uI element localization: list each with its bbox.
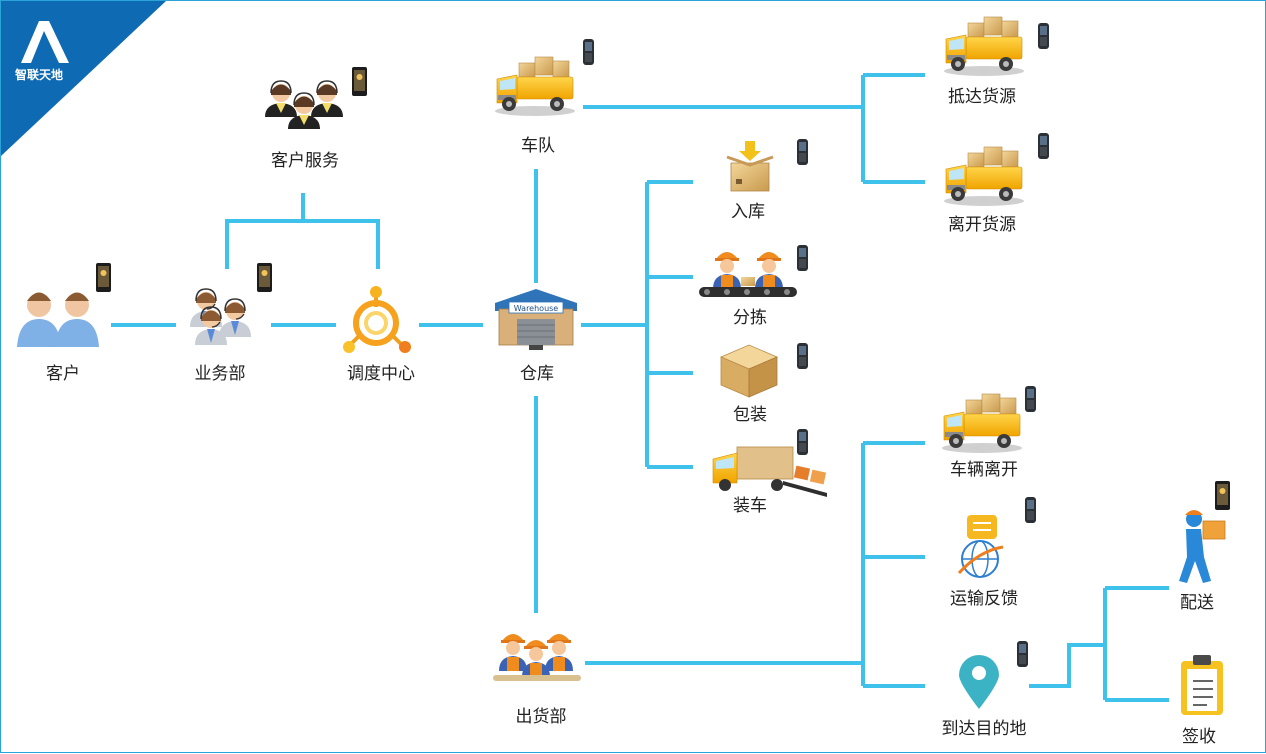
warehouse-sign: Warehouse: [514, 304, 559, 313]
handheld-terminal-icon: [797, 139, 808, 165]
dispatch-center-icon: [343, 286, 411, 353]
node-delivery: 配送: [1179, 481, 1230, 613]
line-service-branch: [225, 193, 380, 269]
truck-icon: [943, 16, 1025, 77]
mobile-terminal-icon: [257, 263, 272, 292]
handheld-terminal-icon: [797, 343, 808, 369]
node-label: 业务部: [195, 364, 246, 384]
map-pin-icon: [959, 655, 999, 709]
line-warehouse-branch: [581, 180, 693, 469]
node-inbound: 入库: [726, 139, 808, 222]
node-label: 客户服务: [271, 151, 339, 171]
node-shipping: 出货部: [493, 634, 581, 727]
truck-icon: [494, 56, 576, 117]
node-label: 到达目的地: [942, 719, 1027, 739]
node-label: 出货部: [516, 707, 567, 727]
node-dispatch: 调度中心: [343, 286, 415, 384]
node-label: 客户: [46, 364, 80, 384]
handheld-terminal-icon: [1038, 23, 1049, 49]
brand-logo: 智联天地: [1, 1, 166, 156]
workers-icon: [493, 634, 581, 681]
logo-corner-banner: [1, 1, 166, 156]
truck-icon: [943, 146, 1025, 207]
handheld-terminal-icon: [1025, 497, 1036, 523]
mobile-terminal-icon: [1215, 481, 1230, 510]
handheld-terminal-icon: [797, 245, 808, 271]
truck-icon: [941, 393, 1023, 454]
warehouse-icon: Warehouse: [495, 289, 577, 350]
node-warehouse: Warehouse 仓库: [495, 289, 577, 384]
node-label: 签收: [1182, 727, 1216, 747]
loading-truck-icon: [712, 446, 827, 497]
customer-icon: [17, 292, 99, 347]
node-loading: 装车: [712, 429, 827, 516]
mobile-terminal-icon: [352, 67, 367, 96]
sorting-conveyor-icon: [699, 252, 797, 297]
connector-lines: [111, 73, 1169, 702]
handheld-terminal-icon: [1025, 386, 1036, 412]
globe-feedback-icon: [957, 515, 1004, 578]
node-signoff: 签收: [1181, 655, 1223, 747]
handheld-terminal-icon: [1038, 133, 1049, 159]
node-label: 运输反馈: [950, 589, 1018, 609]
line-destination-branch: [1029, 586, 1169, 702]
node-customer: 客户: [17, 263, 111, 384]
node-arrive-source: 抵达货源: [943, 16, 1049, 107]
node-sorting: 分拣: [699, 245, 808, 328]
logo-text: 智联天地: [14, 67, 63, 82]
node-fleet: 车队: [494, 39, 594, 156]
inbound-box-icon: [726, 141, 774, 192]
line-fleet-branch: [583, 73, 925, 184]
node-vehicle-leave: 车辆离开: [941, 386, 1036, 480]
node-label: 入库: [731, 202, 765, 222]
node-label: 分拣: [733, 308, 767, 328]
node-label: 仓库: [520, 364, 554, 384]
handheld-terminal-icon: [1017, 641, 1028, 667]
node-transport-feedback: 运输反馈: [950, 497, 1036, 609]
customer-service-icon: [264, 80, 344, 130]
mobile-terminal-icon: [96, 263, 111, 292]
node-label: 调度中心: [347, 364, 415, 384]
courier-icon: [1179, 510, 1226, 583]
handheld-terminal-icon: [797, 429, 808, 455]
clipboard-icon: [1181, 655, 1223, 715]
node-label: 配送: [1180, 593, 1214, 613]
node-label: 装车: [733, 496, 767, 516]
handheld-terminal-icon: [583, 39, 594, 65]
node-label: 抵达货源: [948, 87, 1016, 107]
node-leave-source: 离开货源: [943, 133, 1049, 235]
node-service: 客户服务: [264, 67, 367, 171]
node-packing: 包装: [719, 343, 808, 425]
node-sales: 业务部: [189, 263, 272, 384]
node-label: 包装: [733, 405, 767, 425]
node-label: 离开货源: [948, 215, 1016, 235]
logo-mark-icon: [21, 21, 69, 63]
node-label: 车队: [521, 136, 555, 156]
node-label: 车辆离开: [950, 460, 1018, 480]
sales-staff-icon: [189, 288, 252, 346]
node-destination: 到达目的地: [942, 641, 1028, 739]
line-shipping-branch: [585, 441, 925, 688]
package-box-icon: [719, 344, 779, 398]
